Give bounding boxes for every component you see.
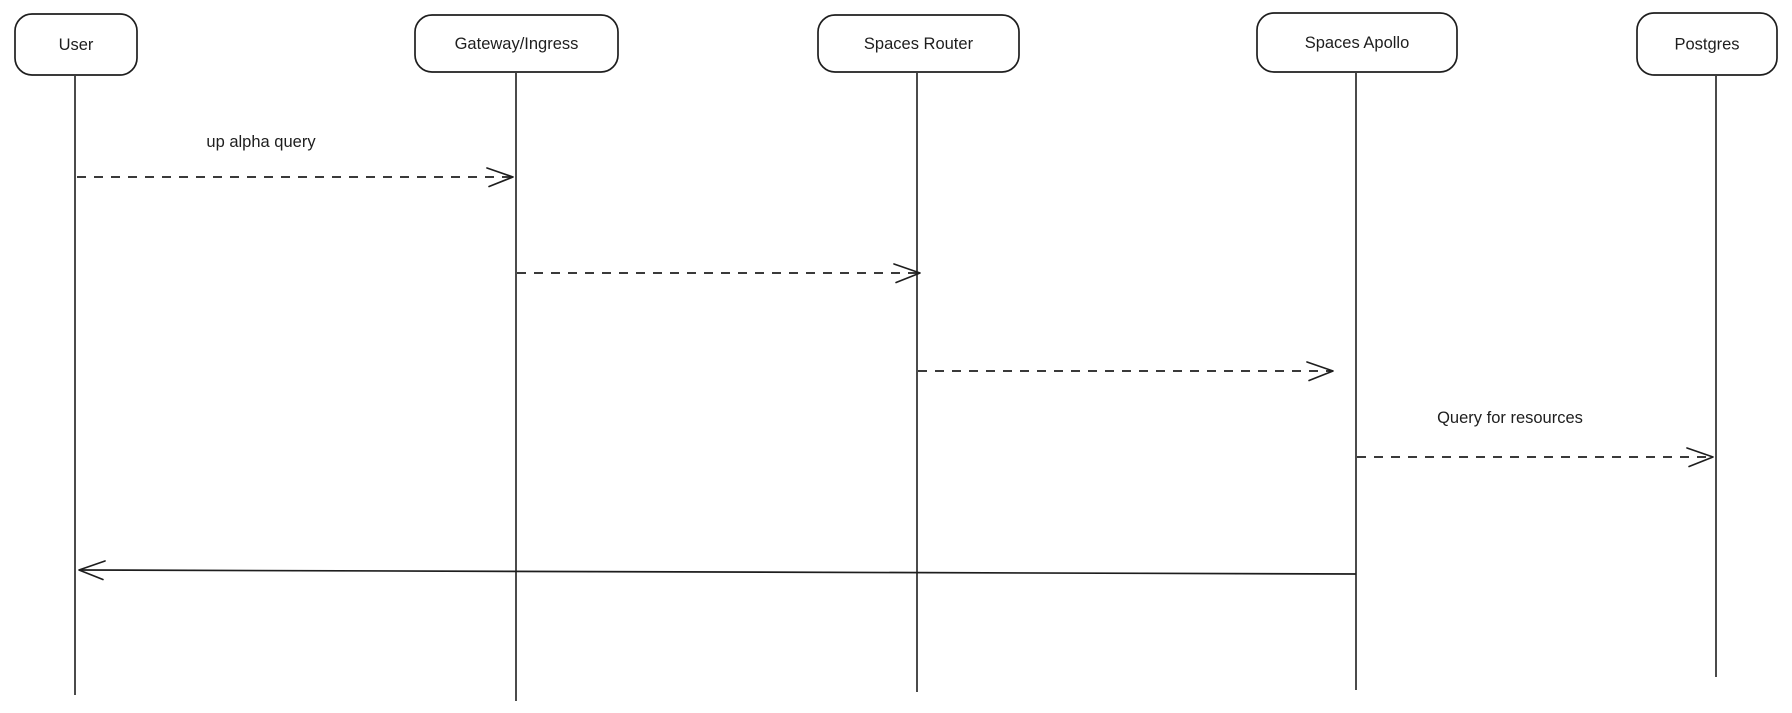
arrowhead-right-icon xyxy=(1306,361,1334,382)
actor-label-postgres: Postgres xyxy=(1674,36,1739,54)
arrowhead-left-icon xyxy=(78,560,106,581)
actor-label-apollo: Spaces Apollo xyxy=(1305,34,1410,52)
actor-box-gateway xyxy=(414,14,619,73)
arrowhead-right-icon xyxy=(893,263,921,284)
actor-box-router xyxy=(817,14,1020,73)
actor-label-router: Spaces Router xyxy=(864,35,974,53)
message-label-4: Query for resources xyxy=(1437,409,1583,427)
actor-label-gateway: Gateway/Ingress xyxy=(455,35,579,53)
actor-box-user xyxy=(14,13,138,76)
arrowhead-right-icon xyxy=(1686,447,1714,468)
message-label-1: up alpha query xyxy=(206,133,316,151)
message-line-5 xyxy=(78,569,1357,575)
actor-label-user: User xyxy=(59,36,94,54)
actor-box-postgres xyxy=(1636,12,1778,76)
actor-box-apollo xyxy=(1256,12,1458,73)
arrowhead-right-icon xyxy=(486,167,514,188)
